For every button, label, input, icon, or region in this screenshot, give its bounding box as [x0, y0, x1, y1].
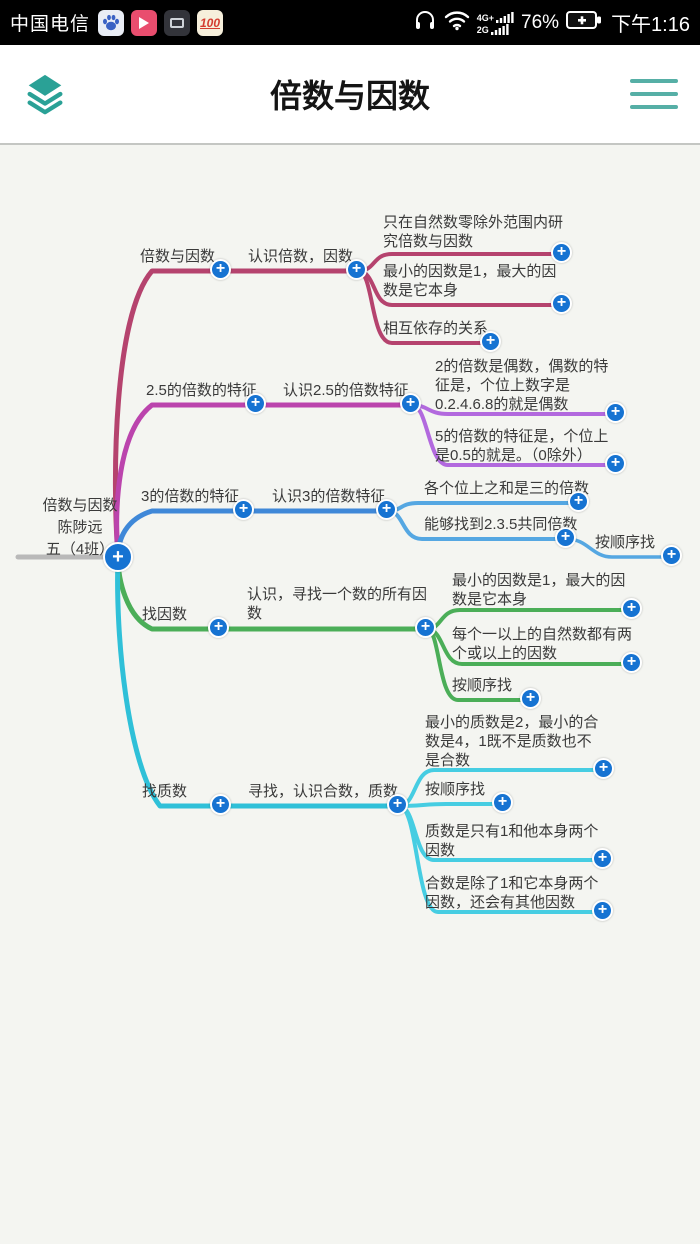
- carrier-label: 中国电信: [10, 14, 91, 35]
- app-window-icon: [164, 9, 191, 36]
- network-type-top: 4G+: [476, 12, 495, 23]
- root-class: 五（4班）: [45, 541, 115, 558]
- layers-logo-icon[interactable]: [22, 71, 68, 117]
- node-label[interactable]: 寻找，认识合数，质数: [248, 783, 399, 800]
- cell-signal-indicator: 4G+ 2G: [477, 11, 514, 35]
- node-expand-icon[interactable]: [245, 393, 266, 414]
- node-expand-icon[interactable]: [520, 688, 541, 709]
- node-expand-icon[interactable]: [376, 499, 397, 520]
- node-expand-icon[interactable]: [103, 542, 133, 572]
- node-expand-icon[interactable]: [621, 598, 642, 619]
- status-bar: 中国电信 100: [0, 0, 700, 45]
- node-expand-icon[interactable]: [208, 617, 229, 638]
- node-label[interactable]: 合数是除了1和它本身两个因数，还会有其他因数: [425, 875, 599, 911]
- node-label[interactable]: 认识3的倍数特征: [272, 488, 386, 505]
- node-expand-icon[interactable]: [555, 527, 576, 548]
- battery-charging-icon: [566, 10, 602, 35]
- branch-5-child-2-line: [397, 802, 506, 808]
- network-type-bottom: 2G: [476, 24, 489, 35]
- node-label[interactable]: 找质数: [142, 783, 188, 800]
- node-expand-icon[interactable]: [605, 453, 626, 474]
- node-expand-icon[interactable]: [568, 491, 589, 512]
- mindmap-connectors: [15, 252, 675, 914]
- signal-bars-icon: [496, 11, 514, 23]
- node-label[interactable]: 最小的质数是2，最小的合数是4，1既不是质数也不是合数: [425, 714, 599, 769]
- node-label[interactable]: 按顺序找: [425, 781, 486, 798]
- node-expand-icon[interactable]: [415, 617, 436, 638]
- node-expand-icon[interactable]: [593, 758, 614, 779]
- score-100-icon: 100: [197, 9, 224, 36]
- score-100-text: 100: [200, 15, 221, 30]
- page-title: 倍数与因数: [269, 78, 430, 114]
- branch-3-spine: [115, 508, 391, 560]
- node-label[interactable]: 5的倍数的特征是，个位上是0.5的就是。（0除外）: [435, 428, 609, 464]
- node-expand-icon[interactable]: [605, 402, 626, 423]
- node-label[interactable]: 能够找到2.3.5共同倍数: [424, 516, 578, 533]
- node-expand-icon[interactable]: [551, 242, 572, 263]
- clock-label: 下午1:16: [611, 14, 690, 36]
- node-label[interactable]: 只在自然数零除外范围内研究倍数与因数: [383, 214, 564, 250]
- headset-icon: [413, 8, 437, 37]
- node-label[interactable]: 质数是只有1和他本身两个因数: [425, 823, 599, 859]
- branch-2-spine: [114, 402, 415, 560]
- node-expand-icon[interactable]: [492, 792, 513, 813]
- mindmap-canvas[interactable]: 倍数与因数 陈陟远 五（4班） 倍数与因数 认识倍数，因数 只在自然数零除外范围…: [0, 147, 700, 1244]
- node-label[interactable]: 3的倍数的特征: [141, 488, 240, 505]
- baidu-paw-icon: [98, 9, 125, 36]
- node-expand-icon[interactable]: [233, 499, 254, 520]
- branch-3-child-1-line: [386, 501, 582, 513]
- node-label[interactable]: 按顺序找: [452, 677, 513, 694]
- node-expand-icon[interactable]: [551, 293, 572, 314]
- node-label[interactable]: 最小的因数是1，最大的因数是它本身: [383, 263, 557, 299]
- root-title: 倍数与因数: [42, 497, 118, 514]
- node-label[interactable]: 相互依存的关系: [383, 320, 489, 337]
- node-expand-icon[interactable]: [387, 794, 408, 815]
- node-expand-icon[interactable]: [592, 848, 613, 869]
- node-label[interactable]: 各个位上之和是三的倍数: [424, 480, 590, 497]
- root-author: 陈陟远: [57, 519, 103, 536]
- branch-5-spine: [115, 554, 402, 809]
- node-label[interactable]: 2的倍数是偶数，偶数的特征是，个位上数字是0.2.4.6.8的就是偶数: [435, 358, 609, 413]
- node-expand-icon[interactable]: [346, 259, 367, 280]
- node-label[interactable]: 每个一以上的自然数都有两个或以上的因数: [452, 626, 633, 662]
- node-expand-icon[interactable]: [621, 652, 642, 673]
- app-header: 倍数与因数: [0, 45, 700, 145]
- battery-percent-label: 76%: [521, 11, 560, 33]
- menu-button[interactable]: [630, 79, 678, 109]
- wifi-icon: [444, 9, 470, 36]
- node-label[interactable]: 2.5的倍数的特征: [146, 382, 257, 399]
- node-expand-icon[interactable]: [210, 794, 231, 815]
- node-expand-icon[interactable]: [210, 259, 231, 280]
- node-label[interactable]: 认识倍数，因数: [248, 248, 354, 265]
- video-app-icon: [131, 9, 158, 36]
- node-expand-icon[interactable]: [480, 331, 501, 352]
- node-label[interactable]: 最小的因数是1，最大的因数是它本身: [452, 572, 626, 608]
- root-node[interactable]: 倍数与因数 陈陟远 五（4班）: [18, 495, 142, 561]
- node-expand-icon[interactable]: [661, 545, 682, 566]
- node-label[interactable]: 按顺序找: [595, 534, 656, 551]
- node-label[interactable]: 认识2.5的倍数特征: [283, 382, 409, 399]
- node-expand-icon[interactable]: [400, 393, 421, 414]
- node-label[interactable]: 找因数: [142, 606, 188, 623]
- node-label[interactable]: 倍数与因数: [140, 248, 216, 265]
- node-label[interactable]: 认识，寻找一个数的所有因数: [247, 586, 428, 622]
- node-expand-icon[interactable]: [592, 900, 613, 921]
- signal-bars-icon: [490, 23, 509, 35]
